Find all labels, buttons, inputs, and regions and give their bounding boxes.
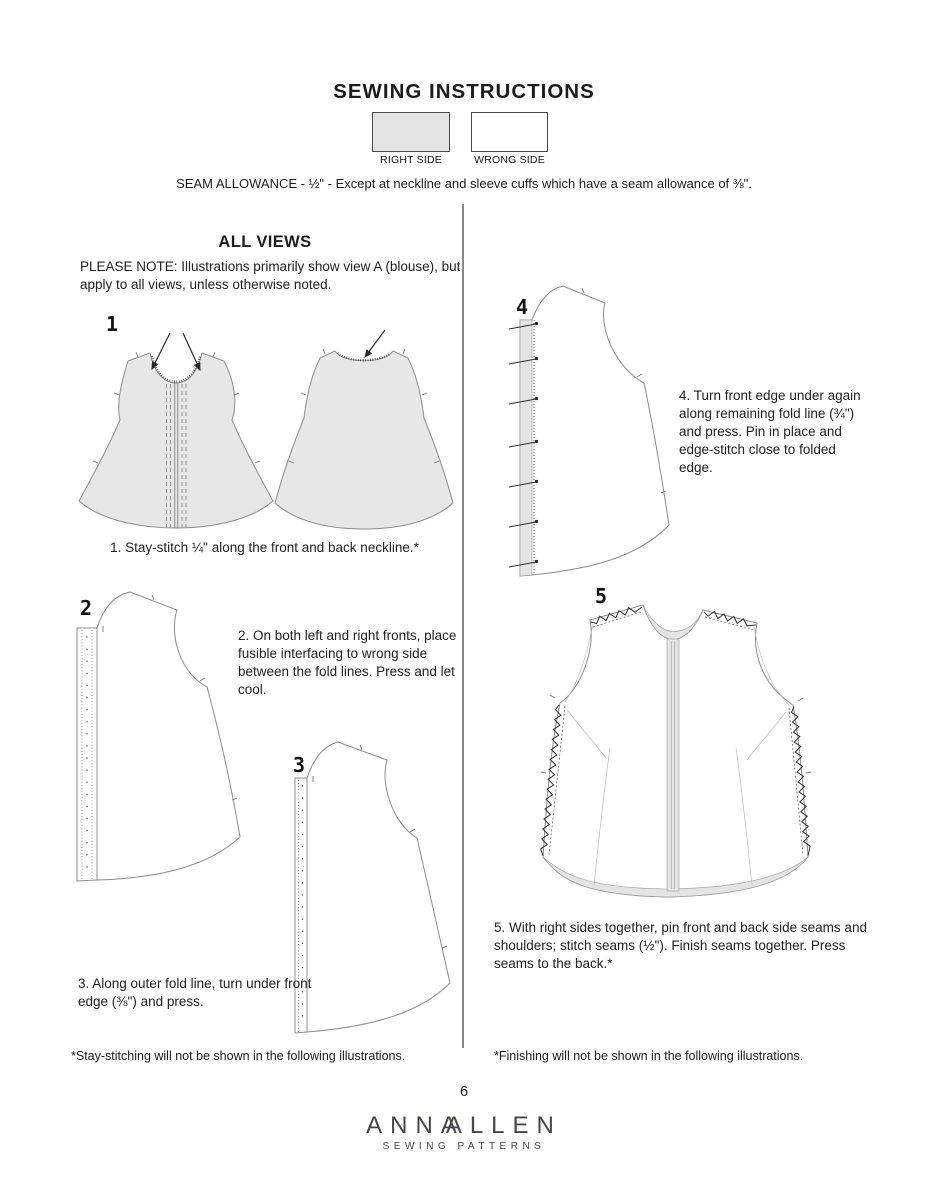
front-piece-folded-edge: [294, 741, 451, 1034]
brand-name: ANNAALLEN: [0, 1112, 928, 1140]
figure-5-illustration: [540, 604, 812, 898]
figure-1-caption: 1. Stay-stitch ¼" along the front and ba…: [110, 540, 419, 555]
back-neckline-arrow: [364, 329, 386, 358]
figure-4-caption: 4. Turn front edge under again along rem…: [679, 388, 861, 475]
figure-4-illustration: [508, 285, 670, 577]
brand-subtitle: SEWING PATTERNS: [382, 1141, 546, 1152]
shoulder-seam-finish-right: [703, 610, 757, 627]
side-seam-finish-left: [540, 704, 562, 857]
brand-name-allen: ALLEN: [445, 1112, 562, 1139]
figure-1-number: 1: [106, 312, 119, 336]
center-front-band: [666, 638, 680, 892]
wrong-side-swatch: [471, 112, 548, 152]
figure-3-caption: 3. Along outer fold line, turn under fro…: [78, 976, 312, 1009]
back-piece: [274, 350, 454, 530]
please-note-text: PLEASE NOTE: Illustrations primarily sho…: [80, 259, 461, 292]
seam-allowance-note: SEAM ALLOWANCE - ½" - Except at neckline…: [176, 176, 752, 191]
figure-3-illustration: [294, 741, 451, 1034]
neckline-arrow-left: [151, 332, 171, 371]
shoulder-seam-finish-left: [590, 606, 643, 625]
figure-2-number: 2: [80, 596, 93, 620]
footnote-finishing: *Finishing will not be shown in the foll…: [494, 1049, 804, 1063]
wrong-side-label: WRONG SIDE: [474, 154, 545, 166]
front-piece-wrong-side: [76, 591, 241, 882]
pins: [508, 321, 539, 568]
right-side-label: RIGHT SIDE: [380, 154, 442, 166]
figure-1-illustration: [78, 329, 454, 530]
figure-3-number: 3: [293, 753, 306, 777]
figure-4-number: 4: [516, 295, 529, 319]
figure-2-caption: 2. On both left and right fronts, place …: [238, 628, 457, 697]
footnote-stay-stitching: *Stay-stitching will not be shown in the…: [71, 1049, 406, 1063]
page-title: SEWING INSTRUCTIONS: [333, 80, 595, 103]
all-views-heading: ALL VIEWS: [218, 233, 312, 251]
neckline-arrow-right: [182, 332, 201, 372]
figure-5-number: 5: [595, 584, 608, 608]
figure-5-caption: 5. With right sides together, pin front …: [494, 920, 867, 971]
front-piece-pinned: [519, 285, 670, 577]
neckline-opening: [642, 604, 704, 641]
side-seam-finish-right: [790, 706, 811, 857]
folded-front-edge: [519, 319, 533, 577]
hem-band: [542, 856, 809, 898]
page-number: 6: [459, 1084, 469, 1100]
front-piece: [78, 352, 274, 529]
figure-2-illustration: [76, 591, 241, 882]
right-side-swatch: [372, 112, 450, 152]
brand-logo: ANNAALLEN SEWING PATTERNS: [0, 1112, 928, 1152]
column-divider: [462, 204, 464, 1048]
brand-name-anna: ANNA: [366, 1112, 465, 1139]
